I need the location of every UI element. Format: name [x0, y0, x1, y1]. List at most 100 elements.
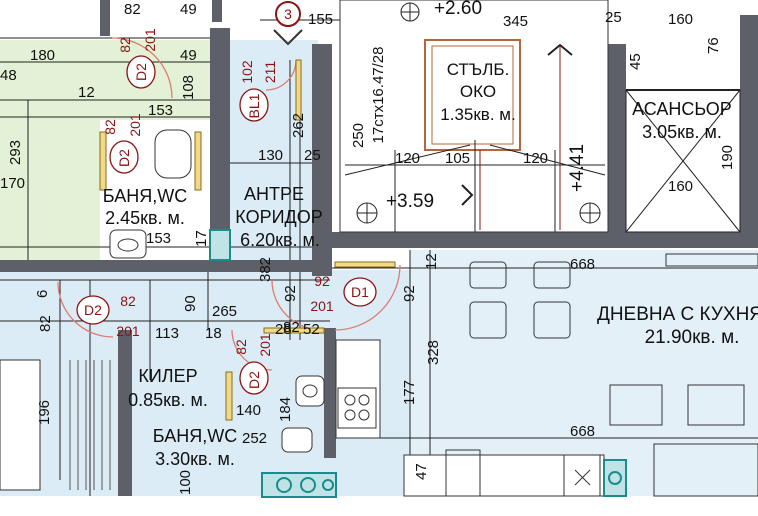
door-tag-circles [76, 55, 377, 395]
door-swings [57, 37, 401, 371]
dim-16: 160 [668, 178, 693, 195]
dim-39: 52 [303, 321, 320, 338]
dim-23: 120 [523, 150, 548, 167]
dim-35: 113 [155, 325, 179, 342]
dim-46: 668 [570, 423, 595, 440]
dim-29: 12 [423, 253, 440, 270]
dim-9: 155 [308, 11, 333, 28]
level-upper: +4.41 [567, 144, 588, 192]
door-tag-d2d-height: 201 [257, 333, 273, 357]
dim-13: 76 [705, 37, 722, 54]
dim-20: 250 [350, 123, 367, 148]
door-tag-d2c-height: 201 [116, 323, 140, 339]
dim-26: 382 [257, 257, 274, 282]
room-storage-name: КИЛЕР [138, 366, 197, 386]
door-tag-bl1-width: 102 [239, 60, 255, 84]
dim-8: 170 [0, 175, 25, 192]
elevator-shaft [625, 89, 741, 233]
room-living-name: ДНЕВНА С КУХНЯ [597, 304, 758, 325]
dim-27: 92 [282, 285, 299, 302]
room-antre-name-2: КОРИДОР [235, 207, 322, 227]
door-tag-d2a: D2 [133, 63, 149, 81]
dim-2: 180 [30, 47, 55, 64]
dim-38: 28 [275, 321, 292, 338]
room-bath1-area: 2.45кв. м. [105, 208, 185, 228]
room-labels: АНТРЕ КОРИДОР 6.20кв. м. СТЪЛБ. ОКО 1.35… [103, 60, 758, 469]
dim-4: 108 [180, 75, 197, 100]
door-tag-d2c-width: 82 [120, 293, 136, 309]
dim-17: 130 [258, 147, 283, 164]
stair-label: 17стх16.47/28 [370, 47, 387, 144]
door-tag-d2a-height: 201 [142, 28, 158, 52]
dim-19: 262 [290, 113, 307, 138]
dim-10: 345 [503, 13, 528, 30]
dim-5: 153 [148, 102, 173, 119]
dim-12: 160 [668, 11, 693, 28]
room-living-area: 21.90кв. м. [645, 327, 740, 348]
dim-47: 100 [177, 470, 194, 495]
dim-31: 6 [34, 290, 51, 298]
door-tag-bl1: BL1 [246, 93, 262, 118]
door-tag-d1-width: 92 [314, 273, 330, 289]
dim-49: 48 [0, 67, 17, 84]
room-storage-area: 0.85кв. м. [128, 390, 208, 410]
room-bath2-name: БАНЯ,WC [153, 426, 237, 446]
dim-0: 82 [124, 1, 141, 18]
dim-7: 293 [7, 140, 24, 165]
level-landing: +2.60 [434, 0, 482, 19]
stair-shaft [339, 0, 609, 233]
level-floor: +3.59 [386, 191, 434, 212]
dim-25: 17 [193, 230, 210, 247]
door-tag-d1: D1 [351, 284, 369, 300]
dim-21: 120 [395, 150, 420, 167]
dim-14: 45 [627, 53, 644, 70]
furniture [469, 253, 758, 497]
dim-45: 252 [242, 430, 267, 447]
door-tag-d2b: D2 [116, 149, 132, 167]
dim-40: 328 [425, 340, 442, 365]
dim-41: 177 [401, 380, 418, 405]
door-tag-d2d: D2 [246, 371, 262, 389]
dim-43: 140 [236, 402, 261, 419]
section-marker-label: 3 [284, 6, 292, 22]
section-marker: 3 [273, 1, 303, 46]
door-tags: D2 82 201 BL1 102 211 D2 82 201 D2 82 20… [84, 28, 369, 389]
dimension-numbers: 82 49 180 49 108 153 12 293 170 155 345 … [0, 1, 736, 495]
door-tag-d2b-width: 82 [102, 119, 118, 135]
room-elevator-area: 3.05кв. м. [642, 122, 722, 142]
dim-34: 265 [212, 303, 237, 320]
level-markers: +2.60 +3.59 +4.41 17стх16.47/28 [370, 0, 588, 212]
bathroom-fixtures [0, 129, 337, 498]
dim-1: 49 [180, 1, 197, 18]
dim-18: 25 [304, 147, 321, 164]
dim-36: 18 [205, 325, 222, 342]
dim-42: 196 [36, 400, 53, 425]
door-leaves [99, 59, 396, 421]
dim-37: 82 [283, 319, 300, 336]
room-bath1-name: БАНЯ,WC [103, 186, 187, 206]
door-tag-d1-height: 201 [310, 298, 334, 314]
dim-24: 153 [146, 230, 171, 247]
room-antre-name: АНТРЕ [244, 184, 304, 204]
room-stair-name-2: ОКО [460, 82, 496, 101]
door-tag-d2a-width: 82 [117, 37, 133, 53]
door-tag-d2c: D2 [84, 302, 102, 318]
door-tag-bl1-height: 211 [262, 61, 278, 84]
dim-22: 105 [445, 150, 470, 167]
room-stair-name: СТЪЛБ. [447, 60, 510, 79]
dim-11: 25 [605, 9, 622, 26]
dim-3: 49 [180, 47, 197, 64]
dim-48: 47 [413, 463, 430, 480]
door-tag-d2d-width: 82 [233, 339, 249, 355]
dim-44: 184 [277, 397, 294, 422]
room-elevator-name: АСАНСЬОР [632, 99, 732, 119]
dim-30: 668 [570, 256, 595, 273]
dim-28: 92 [401, 285, 418, 302]
door-tag-d2b-height: 201 [127, 113, 143, 137]
dim-33: 90 [182, 295, 199, 312]
room-antre-area: 6.20кв. м. [240, 230, 320, 250]
dim-6: 12 [78, 84, 95, 101]
kitchen-counter [335, 339, 627, 497]
